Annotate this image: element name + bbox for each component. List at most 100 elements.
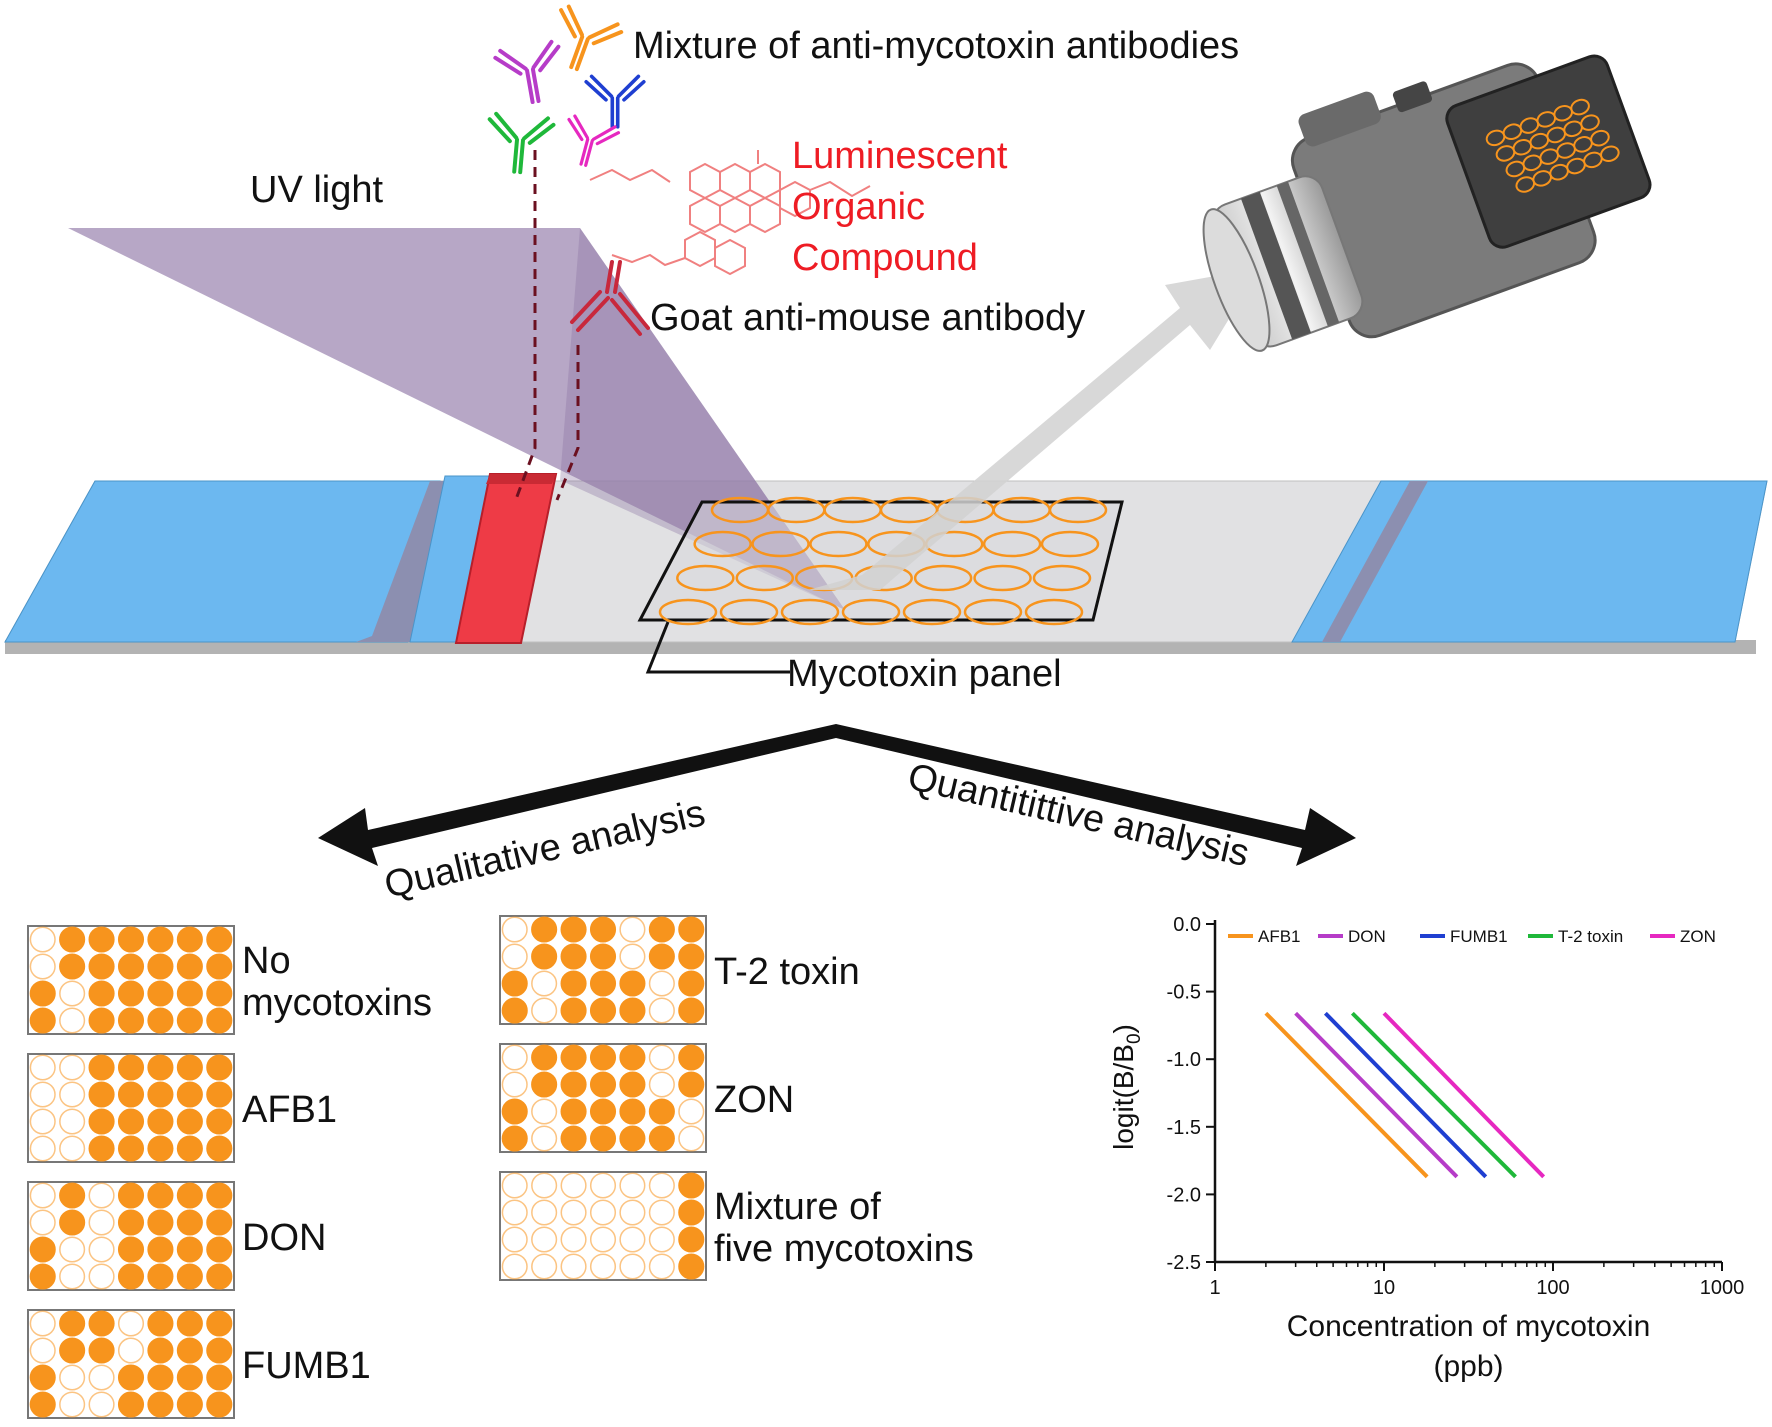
well-empty <box>501 1199 528 1226</box>
well-filled <box>619 1098 646 1125</box>
strip-base-edge <box>5 640 1756 654</box>
panel-well <box>676 564 735 592</box>
well-filled <box>88 1081 115 1108</box>
well-empty <box>59 1236 86 1263</box>
well-filled <box>206 1108 233 1135</box>
x-tick-label: 100 <box>1536 1277 1569 1299</box>
well-filled <box>560 916 587 943</box>
well-empty <box>501 1172 528 1199</box>
x-tick-label: 10 <box>1373 1277 1395 1299</box>
well-filled <box>206 1054 233 1081</box>
x-axis-label: Concentration of mycotoxin <box>1287 1310 1651 1343</box>
well-filled <box>560 1071 587 1098</box>
well-filled <box>176 926 203 953</box>
uv-light-label: UV light <box>250 169 383 211</box>
well-empty <box>531 1125 558 1152</box>
well-empty <box>88 1209 115 1236</box>
panel-well <box>982 530 1042 558</box>
result-panel: FUMB1 <box>27 1309 371 1419</box>
well-empty <box>501 916 528 943</box>
luminescent-label-line1: Luminescent <box>792 135 1008 177</box>
series-line <box>1382 1011 1546 1179</box>
well-filled <box>59 953 86 980</box>
well-filled <box>117 1108 145 1135</box>
well-empty <box>619 1226 646 1253</box>
well-filled <box>560 1098 587 1125</box>
well-filled <box>176 1135 203 1162</box>
well-filled <box>117 1364 145 1391</box>
well-filled <box>147 980 174 1007</box>
well-filled <box>206 1007 233 1034</box>
well-filled <box>206 1135 233 1162</box>
well-empty <box>59 1263 86 1290</box>
well-empty <box>29 1081 56 1108</box>
well-empty <box>501 1253 528 1280</box>
camera-screen <box>1445 54 1652 249</box>
well-filled <box>59 1182 86 1209</box>
well-filled <box>88 953 115 980</box>
series-line <box>1350 1011 1517 1179</box>
well-empty <box>619 1253 646 1280</box>
well-filled <box>147 1135 174 1162</box>
well-filled <box>176 1182 203 1209</box>
well-empty <box>117 1310 145 1337</box>
well-filled <box>176 1007 203 1034</box>
panel-well <box>693 530 752 558</box>
well-empty <box>59 1391 86 1418</box>
panel-well <box>658 598 718 626</box>
legend-label: T-2 toxin <box>1558 927 1623 946</box>
well-filled <box>501 997 528 1024</box>
well-filled <box>648 1125 675 1152</box>
panel-well <box>1040 530 1100 558</box>
well-filled <box>176 1337 203 1364</box>
well-filled <box>88 1337 115 1364</box>
well-empty <box>117 1337 145 1364</box>
result-panel-label: T-2 toxin <box>714 951 860 993</box>
camera-screen-well <box>1570 98 1590 116</box>
y-tick-label: -1.5 <box>1167 1117 1201 1139</box>
well-filled <box>147 1209 174 1236</box>
well-empty <box>678 1125 705 1152</box>
well-empty <box>501 943 528 970</box>
well-empty <box>29 1337 56 1364</box>
well-empty <box>29 1108 56 1135</box>
well-empty <box>59 1054 86 1081</box>
well-filled <box>117 953 145 980</box>
well-empty <box>501 1071 528 1098</box>
antibody-icon <box>493 39 561 105</box>
camera-top-grip <box>1298 91 1381 147</box>
well-filled <box>678 970 705 997</box>
y-axis-label: logit(B/B0) <box>1108 1024 1145 1150</box>
well-filled <box>147 1182 174 1209</box>
panel-well <box>719 598 779 626</box>
well-filled <box>619 997 646 1024</box>
well-filled <box>531 916 558 943</box>
well-filled <box>147 1391 174 1418</box>
well-empty <box>560 1253 587 1280</box>
well-empty <box>589 1172 617 1199</box>
well-empty <box>501 1044 528 1071</box>
camera-screen-well <box>1590 129 1610 147</box>
well-filled <box>176 1364 203 1391</box>
panel-callout-line <box>645 621 790 674</box>
panel-well <box>735 564 795 592</box>
antibody-icon <box>584 74 646 129</box>
panel-well <box>751 530 810 558</box>
well-filled <box>589 1071 617 1098</box>
grey-arrow-to-camera <box>808 268 1260 590</box>
well-filled <box>589 943 617 970</box>
well-filled <box>117 1182 145 1209</box>
well-filled <box>147 1108 174 1135</box>
well-filled <box>29 980 56 1007</box>
well-empty <box>531 997 558 1024</box>
luminescent-label-line2: Organic <box>792 186 925 228</box>
result-panel-label: No <box>242 940 291 982</box>
result-panel: T-2 toxin <box>499 915 860 1025</box>
well-empty <box>589 1253 617 1280</box>
result-panel-label: mycotoxins <box>242 982 432 1024</box>
strip-conjugate-pad-shadow <box>356 481 445 642</box>
strip-absorbent-pad-edge <box>1322 481 1428 642</box>
well-empty <box>560 1172 587 1199</box>
strip-absorbent-pad <box>1291 480 1768 643</box>
